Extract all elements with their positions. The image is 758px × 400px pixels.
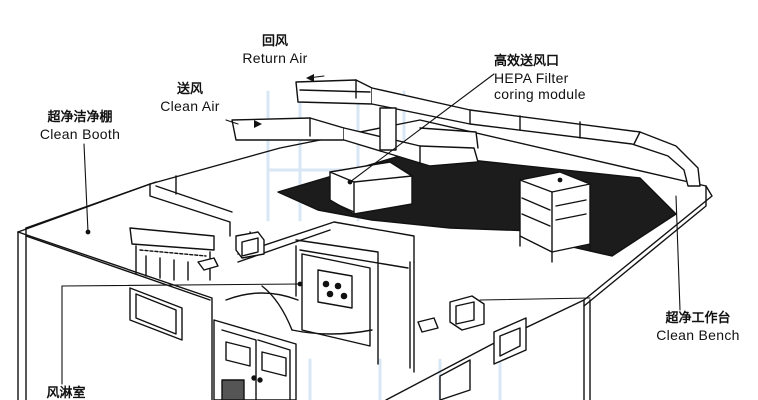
label-clean-air: 送风 Clean Air [150,82,230,114]
door-vent-grille [221,379,245,400]
label-air-shower-zh: 风淋室 [46,386,86,400]
watermark [266,90,502,400]
windows [129,287,527,400]
label-clean-booth: 超净洁净棚 Clean Booth [28,110,132,142]
leader-dots [85,177,563,287]
clean-booth [129,227,215,281]
label-clean-bench-en: Clean Bench [656,327,740,343]
pass-box-units [197,231,485,333]
label-clean-booth-zh: 超净洁净棚 [47,110,113,125]
outer-walls [17,119,713,400]
air-shower-cabin [301,253,371,347]
label-return-air: 回风 Return Air [232,34,318,66]
label-hepa-en-2: coring module [494,86,586,102]
label-hepa-en-1: HEPA Filter [494,70,569,86]
label-return-air-en: Return Air [242,50,308,66]
label-return-air-zh: 回风 [261,34,288,49]
label-hepa-zh: 高效送风口 [494,54,560,69]
label-clean-bench-zh: 超净工作台 [665,311,731,326]
label-clean-air-en: Clean Air [160,98,220,114]
label-clean-booth-en: Clean Booth [39,126,121,142]
hepa-filter-module [329,161,413,215]
clean-bench [519,171,591,263]
label-air-shower: 风淋室 [36,386,96,400]
label-hepa-filter: 高效送风口 HEPA Filter coring module [494,54,624,102]
label-clean-air-zh: 送风 [176,82,203,97]
door-swings [225,285,373,335]
airflow-arrows [254,74,314,128]
label-clean-bench: 超净工作台 Clean Bench [646,311,750,343]
